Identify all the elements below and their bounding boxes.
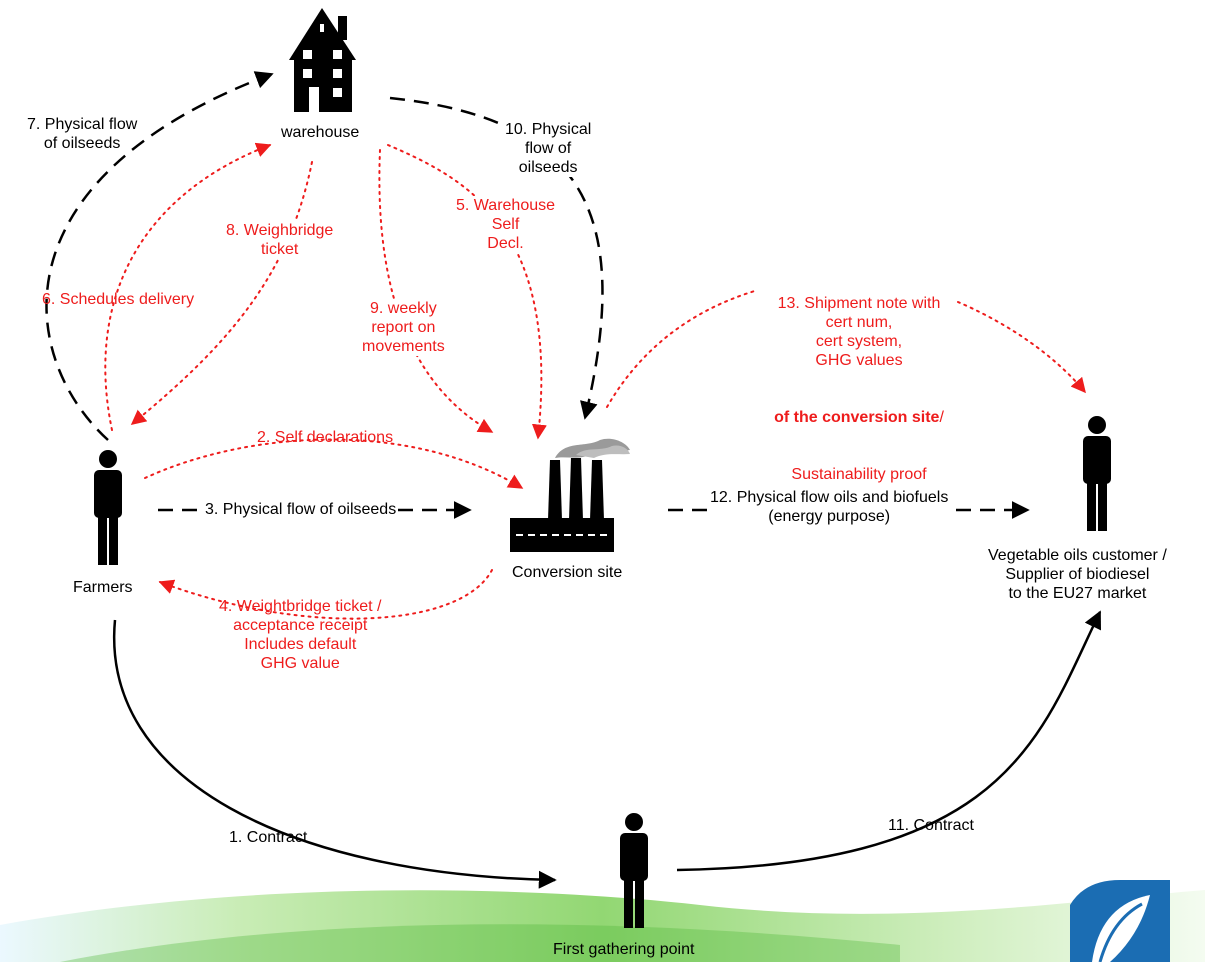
first-gathering-point-label: First gathering point (553, 941, 695, 958)
flow-13-end-text: Sustainability proof (791, 466, 927, 483)
farmer-person-icon (94, 450, 122, 565)
flow-13b-arrow (957, 301, 1086, 394)
flow-2-arrow (144, 438, 524, 489)
leaf-logo-icon (1070, 880, 1170, 962)
flow-6-label: 6. Schedules delivery (42, 291, 195, 308)
flow-9-label: 9. weekly report on movements (362, 299, 445, 356)
flow-7-label: 7. Physical flow of oilseeds (27, 116, 138, 152)
flow-13-slash: / (939, 409, 944, 426)
flow-12-label: 12. Physical flow oils and biofuels (ene… (710, 488, 949, 526)
flow-5-label: 5. Warehouse Self Decl. (456, 196, 556, 253)
flow-1-label: 1. Contract (229, 829, 308, 846)
flow-13-bold-line: of the conversion site/ (750, 408, 968, 427)
farmers-label: Farmers (73, 579, 133, 596)
flow-13-main-text: 13. Shipment note with cert num, cert sy… (777, 295, 941, 369)
flow-5-arrow (387, 144, 547, 440)
flow-8-label: 8. Weighbridge ticket (226, 221, 334, 259)
flow-13-label: 13. Shipment note with cert num, cert sy… (750, 256, 968, 503)
flow-2-label: 2. Self declarations (257, 429, 394, 446)
flow-13a-arrow (606, 289, 759, 408)
flow-3-label: 3. Physical flow of oilseeds (205, 500, 397, 519)
factory-icon (510, 438, 630, 552)
customer-label: Vegetable oils customer / Supplier of bi… (988, 547, 1167, 602)
flow-7-arrow (45, 71, 274, 441)
warehouse-label: warehouse (281, 124, 360, 141)
flow-10-arrow (389, 96, 604, 420)
gathering-person-icon (620, 813, 648, 928)
house-icon (289, 8, 356, 112)
flow-8-arrow (130, 161, 313, 425)
flow-4-arrow (158, 569, 493, 620)
flow-11-arrow (676, 610, 1102, 872)
customer-person-icon (1083, 416, 1111, 531)
flow-13-bold-text: of the conversion site (774, 409, 940, 426)
flow-6-arrow (104, 142, 272, 431)
conversion-site-label: Conversion site (512, 564, 623, 581)
flow-10-label: 10. Physical flow of oilseeds (505, 120, 592, 177)
flow-11-label: 11. Contract (888, 817, 974, 834)
flow-9-arrow (378, 149, 494, 433)
flow-1-arrow (112, 619, 557, 889)
flow-4-label: 4. Weightbridge ticket / acceptance rece… (219, 598, 382, 672)
bottom-decoration (0, 890, 1205, 962)
